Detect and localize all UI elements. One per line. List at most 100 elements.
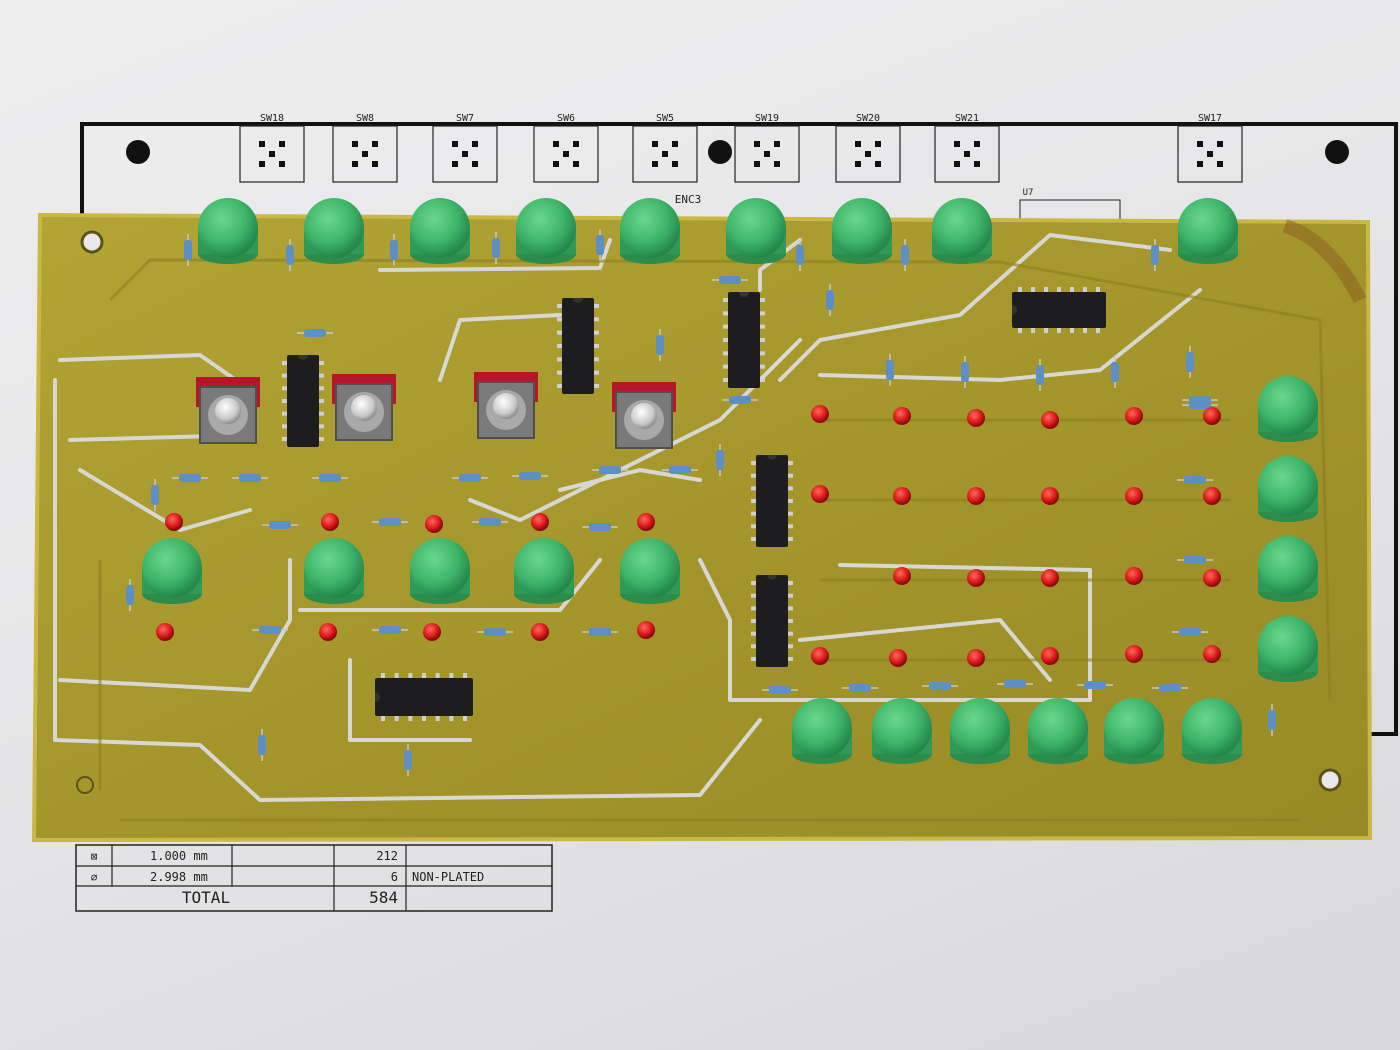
ic-pin — [751, 461, 756, 465]
resistor-body — [719, 276, 741, 284]
resistor — [596, 229, 604, 261]
button-cap — [792, 698, 852, 758]
red-led — [321, 513, 339, 531]
ic-pin — [594, 384, 599, 388]
ic-pin — [282, 373, 287, 378]
resistor-body — [151, 485, 159, 505]
resistor — [262, 521, 298, 529]
pad-mark — [573, 141, 579, 147]
red-led — [1125, 407, 1143, 425]
pad-mark — [472, 141, 478, 147]
resistor — [961, 356, 969, 388]
resistor-body — [796, 245, 804, 265]
ic-pin — [422, 716, 426, 721]
drill-symbol-1: ⊠ — [91, 850, 98, 863]
drill-size-2: 2.998 mm — [150, 870, 208, 884]
resistor-body — [1184, 556, 1206, 564]
resistor-body — [729, 396, 751, 404]
ic-notch — [767, 455, 777, 460]
ic-pin — [788, 619, 793, 623]
ic-pin — [594, 357, 599, 362]
pad-mark — [875, 161, 881, 167]
ic-pin — [594, 317, 599, 322]
ic-notch — [767, 575, 777, 580]
pad-mark — [452, 141, 458, 147]
drill-symbol-2: ⌀ — [91, 871, 98, 884]
ic-pin — [594, 304, 599, 308]
resistor — [997, 680, 1033, 688]
ic-pin — [319, 361, 324, 365]
ic-pin — [751, 619, 756, 623]
ic-pin — [463, 716, 467, 721]
push-button — [410, 538, 470, 604]
resistor-body — [484, 628, 506, 636]
encoder-shaft — [215, 398, 241, 424]
resistor — [762, 686, 798, 694]
ic-pin — [1044, 287, 1048, 292]
resistor — [172, 474, 208, 482]
resistor-body — [459, 474, 481, 482]
red-led — [1041, 569, 1059, 587]
push-button — [304, 538, 364, 604]
pad-mark — [672, 141, 678, 147]
trace — [53, 378, 762, 802]
pad-mark — [462, 151, 468, 157]
resistor-body — [319, 474, 341, 482]
push-button — [516, 198, 576, 264]
ic-pin — [788, 461, 793, 465]
ic-pin — [751, 486, 756, 491]
ic-chip — [282, 355, 324, 447]
ic-body — [756, 575, 788, 667]
resistor — [452, 474, 488, 482]
resistor — [297, 329, 333, 337]
ic-pin — [1057, 328, 1061, 333]
pad-mark — [875, 141, 881, 147]
ic-pin — [422, 673, 426, 678]
switch-footprint — [533, 125, 599, 183]
pad-mark — [452, 161, 458, 167]
red-led — [1041, 647, 1059, 665]
resistor-body — [769, 686, 791, 694]
resistor-body — [1189, 396, 1211, 404]
ic-pin — [723, 378, 728, 382]
red-led — [1041, 411, 1059, 429]
red-led — [893, 567, 911, 585]
ic-notch — [739, 292, 749, 297]
push-button — [872, 698, 932, 764]
resistor — [372, 518, 408, 526]
pad-mark — [1217, 141, 1223, 147]
resistor-body — [826, 290, 834, 310]
resistor — [1177, 476, 1213, 484]
ic-pin — [788, 657, 793, 661]
pad-mark — [774, 161, 780, 167]
resistor — [1152, 684, 1188, 692]
ic-pin — [760, 338, 765, 342]
ic-pin — [760, 298, 765, 302]
ic-pin — [1031, 328, 1035, 333]
mount-hole-mark — [708, 140, 732, 164]
resistor — [842, 684, 878, 692]
pad-mark — [352, 141, 358, 147]
ic-pin — [594, 344, 599, 348]
ic-pin — [1096, 287, 1100, 292]
ic-pin — [1083, 328, 1087, 333]
ic-pin — [319, 386, 324, 391]
ic-pin — [435, 673, 440, 678]
trace — [78, 468, 252, 532]
resistor-body — [1004, 680, 1026, 688]
red-led — [637, 621, 655, 639]
drill-total-label: TOTAL — [182, 888, 230, 907]
red-led — [967, 409, 985, 427]
ic-pin — [319, 411, 324, 416]
ic-pin — [751, 657, 756, 661]
push-button — [1104, 698, 1164, 764]
push-button — [1182, 698, 1242, 764]
resistor — [512, 472, 548, 480]
red-led — [1203, 487, 1221, 505]
resistor — [286, 239, 294, 271]
ic-body — [1012, 292, 1106, 328]
ic-pin — [788, 593, 793, 598]
resistor-body — [286, 245, 294, 265]
push-button — [832, 198, 892, 264]
pad-mark — [372, 141, 378, 147]
